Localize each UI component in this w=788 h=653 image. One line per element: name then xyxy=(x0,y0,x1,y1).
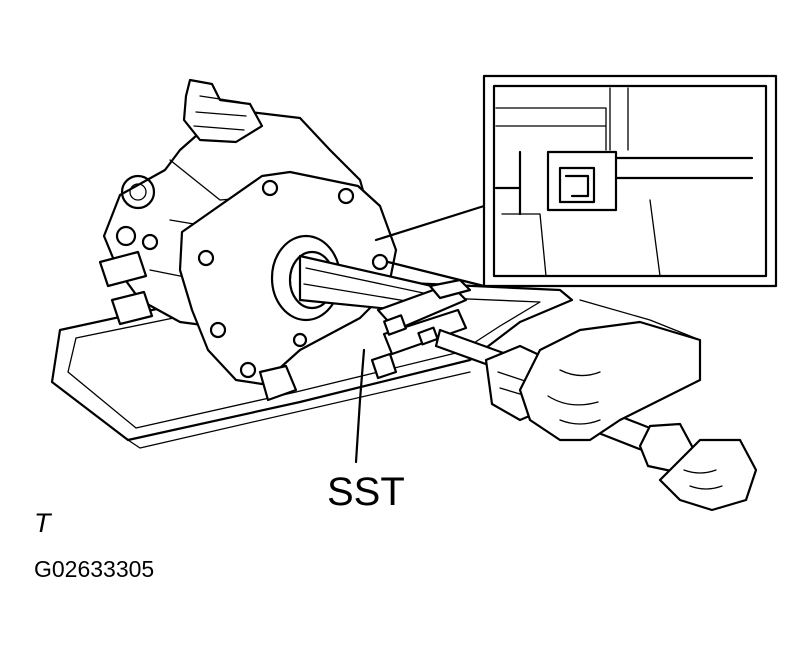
view-letter: T xyxy=(34,508,51,538)
hands xyxy=(518,299,758,512)
sst-leader-line xyxy=(354,348,366,464)
sst-puller xyxy=(298,254,472,380)
sst-callout-label: SST xyxy=(327,470,405,514)
detail-inset xyxy=(482,74,778,288)
figure-code: G02633305 xyxy=(34,556,155,582)
detail-leader xyxy=(374,204,486,288)
